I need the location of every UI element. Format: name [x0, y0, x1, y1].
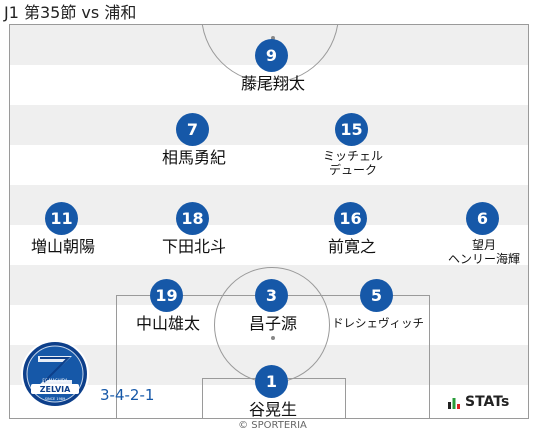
- svg-text:SINCE 1989: SINCE 1989: [45, 397, 66, 401]
- player-number: 15: [335, 113, 368, 146]
- player-number: 9: [255, 39, 288, 72]
- match-title: J1 第35節 vs 浦和: [4, 3, 137, 22]
- player-name: 谷晃生: [248, 400, 297, 419]
- player-number: 3: [255, 279, 288, 312]
- penalty-spot: [271, 336, 275, 340]
- pitch: 9 藤尾翔太 7 相馬勇紀 15 ミッチェル デューク 11 増山朝陽 18 下…: [9, 24, 529, 419]
- player-name: 昌子源: [248, 314, 297, 333]
- player-name: 増山朝陽: [30, 237, 95, 256]
- center-spot: [271, 36, 275, 40]
- player-number: 11: [45, 202, 78, 235]
- svg-text:FC MACHIDA: FC MACHIDA: [42, 378, 67, 383]
- player-name: 相馬勇紀: [161, 148, 226, 167]
- player-number: 18: [176, 202, 209, 235]
- player-number: 1: [255, 365, 288, 398]
- player-name: 前寛之: [327, 237, 376, 256]
- player-number: 6: [466, 202, 499, 235]
- formation-label: 3-4-2-1: [100, 386, 155, 404]
- crest-text: ZELVIA: [40, 385, 71, 394]
- player-name: 藤尾翔太: [240, 74, 305, 93]
- stats-bars-icon: [448, 398, 460, 409]
- player-name: 望月 ヘンリー海輝: [447, 238, 520, 266]
- player-name: 中山雄太: [135, 314, 200, 333]
- player-number: 5: [360, 279, 393, 312]
- player-number: 7: [176, 113, 209, 146]
- stats-logo: STATs: [447, 394, 509, 410]
- player-name: 下田北斗: [161, 237, 226, 256]
- player-number: 16: [334, 202, 367, 235]
- player-name: ミッチェル デューク: [322, 149, 383, 177]
- player-name: ドレシェヴィッチ: [332, 316, 424, 330]
- club-crest-logo: ZELVIA FC MACHIDA SINCE 1989: [21, 340, 89, 408]
- player-number: 19: [150, 279, 183, 312]
- stats-wordmark: STATs: [465, 394, 510, 410]
- copyright: © SPORTERIA: [238, 420, 307, 431]
